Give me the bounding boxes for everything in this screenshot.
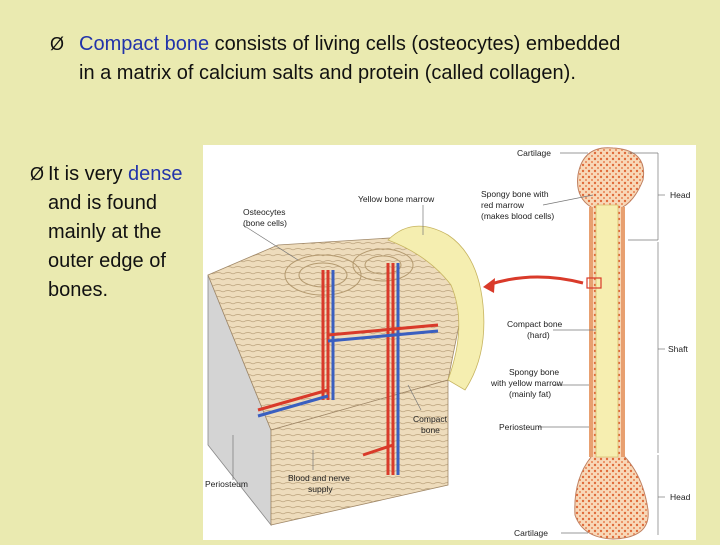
bullet-text: Compact bone consists of living cells (o…	[79, 30, 639, 88]
label-spongy-yellow-line2: with yellow marrow	[490, 378, 564, 388]
bullet-body: consists of living cells (osteocytes) em…	[79, 33, 621, 84]
highlight-term: dense	[128, 163, 183, 185]
label-head-bottom: Head	[670, 492, 691, 502]
label-compact-line2: bone	[421, 425, 440, 435]
label-osteocytes-line2: (bone cells)	[243, 218, 287, 228]
bullet-prefix: It is very	[48, 163, 129, 185]
compact-bone-block	[207, 225, 485, 527]
label-spongy-red-line1: Spongy bone with	[481, 189, 549, 199]
label-spongy-yellow-line1: Spongy bone	[509, 367, 559, 377]
label-cartilage-bottom: Cartilage	[514, 528, 548, 538]
label-periosteum-right: Periosteum	[499, 422, 542, 432]
bullet-arrow-icon: Ø	[50, 34, 65, 54]
magnify-arrow-icon	[487, 275, 584, 287]
label-compact-line1: Compact	[413, 414, 448, 424]
arrow-head-icon	[483, 278, 495, 293]
bullet-body: and is found mainly at the outer edge of…	[48, 192, 166, 301]
bone-structure-figure: Cartilage Yellow bone marrow Spongy bone…	[203, 145, 696, 540]
leader-lines	[232, 152, 665, 535]
bullet-text: It is very dense and is found mainly at …	[48, 160, 188, 305]
bone-diagram: Cartilage Yellow bone marrow Spongy bone…	[205, 147, 691, 540]
long-bone-illustration	[574, 147, 649, 540]
label-spongy-yellow-line3: (mainly fat)	[509, 389, 551, 399]
label-compact-hard-line1: Compact bone	[507, 319, 563, 329]
label-compact-hard-line2: (hard)	[527, 330, 550, 340]
label-blood-nerve-line1: Blood and nerve	[288, 473, 350, 483]
label-shaft: Shaft	[668, 344, 688, 354]
label-spongy-red-line3: (makes blood cells)	[481, 211, 554, 221]
label-periosteum-left: Periosteum	[205, 479, 248, 489]
bullet-arrow-icon: Ø	[30, 164, 45, 184]
highlight-term: Compact bone	[79, 33, 210, 55]
label-osteocytes-line1: Osteocytes	[243, 207, 286, 217]
label-cartilage-top: Cartilage	[517, 148, 551, 158]
label-blood-nerve-line2: supply	[308, 484, 333, 494]
label-head-top: Head	[670, 190, 691, 200]
label-yellow-bone-marrow: Yellow bone marrow	[358, 194, 435, 204]
label-spongy-red-line2: red marrow	[481, 200, 525, 210]
